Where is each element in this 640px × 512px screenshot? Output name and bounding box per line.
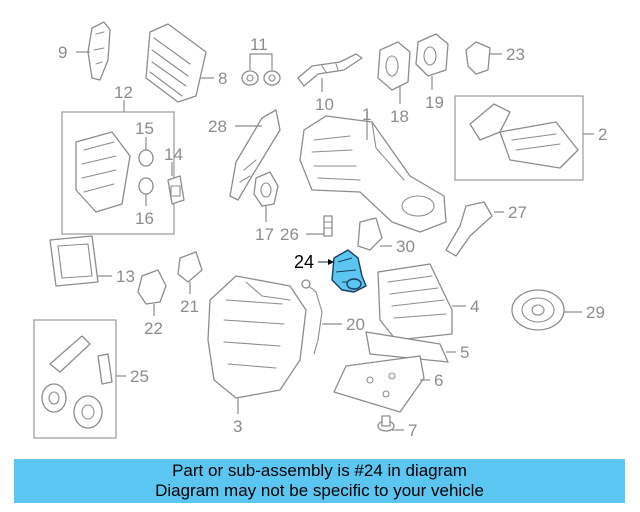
- part-17-actuator: [253, 171, 279, 207]
- callout-18: 18: [390, 107, 409, 126]
- callout-17: 17: [255, 225, 274, 244]
- callout-24: 24: [294, 252, 314, 272]
- callout-13: 13: [116, 267, 135, 286]
- part-28-bracket: [229, 109, 281, 201]
- info-banner: Part or sub-assembly is #24 in diagram D…: [14, 459, 625, 503]
- leader-lines: [76, 51, 594, 431]
- part-4-filter: [377, 263, 453, 341]
- callout-29: 29: [586, 303, 605, 322]
- part-23-bracket: [465, 41, 491, 75]
- callout-6: 6: [434, 371, 443, 390]
- part-14-expansion-valve: [167, 175, 185, 205]
- part-11-clips: [241, 70, 281, 86]
- callout-23: 23: [506, 45, 525, 64]
- part-10-pipes: [297, 53, 363, 87]
- group-box-12: [61, 111, 175, 235]
- callout-7: 7: [408, 421, 417, 440]
- callout-9: 9: [58, 43, 67, 62]
- callout-16: 16: [135, 209, 154, 228]
- callout-11: 11: [250, 35, 268, 54]
- callout-3: 3: [233, 417, 242, 436]
- callout-10: 10: [315, 95, 334, 114]
- callout-14: 14: [164, 145, 183, 164]
- part-13-filter-frame: [49, 235, 99, 287]
- part-22-sensor: [137, 269, 167, 305]
- part-7-grommet: [377, 415, 395, 432]
- group-box-2: [454, 95, 584, 181]
- part-21-sensor: [177, 251, 203, 283]
- parts-diagram: 9 8 11 10 18 19 23 2 12 15 14 16 28 17 1…: [33, 21, 607, 440]
- part-3-lower-case: [207, 275, 307, 399]
- part-25-blower-parts: [41, 335, 113, 429]
- callout-2: 2: [598, 125, 607, 144]
- callout-19: 19: [425, 93, 444, 112]
- part-2-panel: [469, 103, 579, 169]
- part-29-blower-motor: [511, 289, 565, 331]
- part-6-tray: [333, 355, 425, 413]
- part-18-gasket: [377, 41, 411, 91]
- callout-12: 12: [114, 83, 133, 102]
- callout-27: 27: [508, 203, 527, 222]
- callout-8: 8: [218, 69, 227, 88]
- callout-5: 5: [460, 343, 469, 362]
- part-16-o-ring: [138, 177, 154, 195]
- part-19-seal: [415, 33, 449, 77]
- part-12-heater-core: [75, 131, 131, 213]
- callout-28: 28: [208, 117, 227, 136]
- callout-4: 4: [470, 297, 479, 316]
- callout-30: 30: [396, 237, 415, 256]
- group-box-25: [33, 319, 117, 439]
- part-9-bracket: [87, 21, 111, 81]
- part-24-highlighted: [331, 249, 367, 293]
- part-26-screw: [323, 215, 333, 237]
- part-5-cover: [365, 331, 449, 363]
- part-15-o-ring: [138, 149, 154, 167]
- part-20-hose: [301, 279, 323, 355]
- part-1-hvac-case: [299, 115, 447, 233]
- part-8-evaporator: [145, 23, 207, 103]
- part-27-bracket: [445, 201, 493, 257]
- callout-26: 26: [280, 225, 299, 244]
- part-30-clip: [357, 217, 383, 251]
- callout-22: 22: [144, 319, 163, 338]
- callout-1: 1: [362, 105, 371, 124]
- callout-15: 15: [135, 119, 154, 138]
- banner-line-2: Diagram may not be specific to your vehi…: [155, 481, 484, 500]
- callout-25: 25: [130, 367, 149, 386]
- callout-21: 21: [180, 297, 199, 316]
- callout-20: 20: [346, 315, 365, 334]
- banner-line-1: Part or sub-assembly is #24 in diagram: [172, 461, 467, 480]
